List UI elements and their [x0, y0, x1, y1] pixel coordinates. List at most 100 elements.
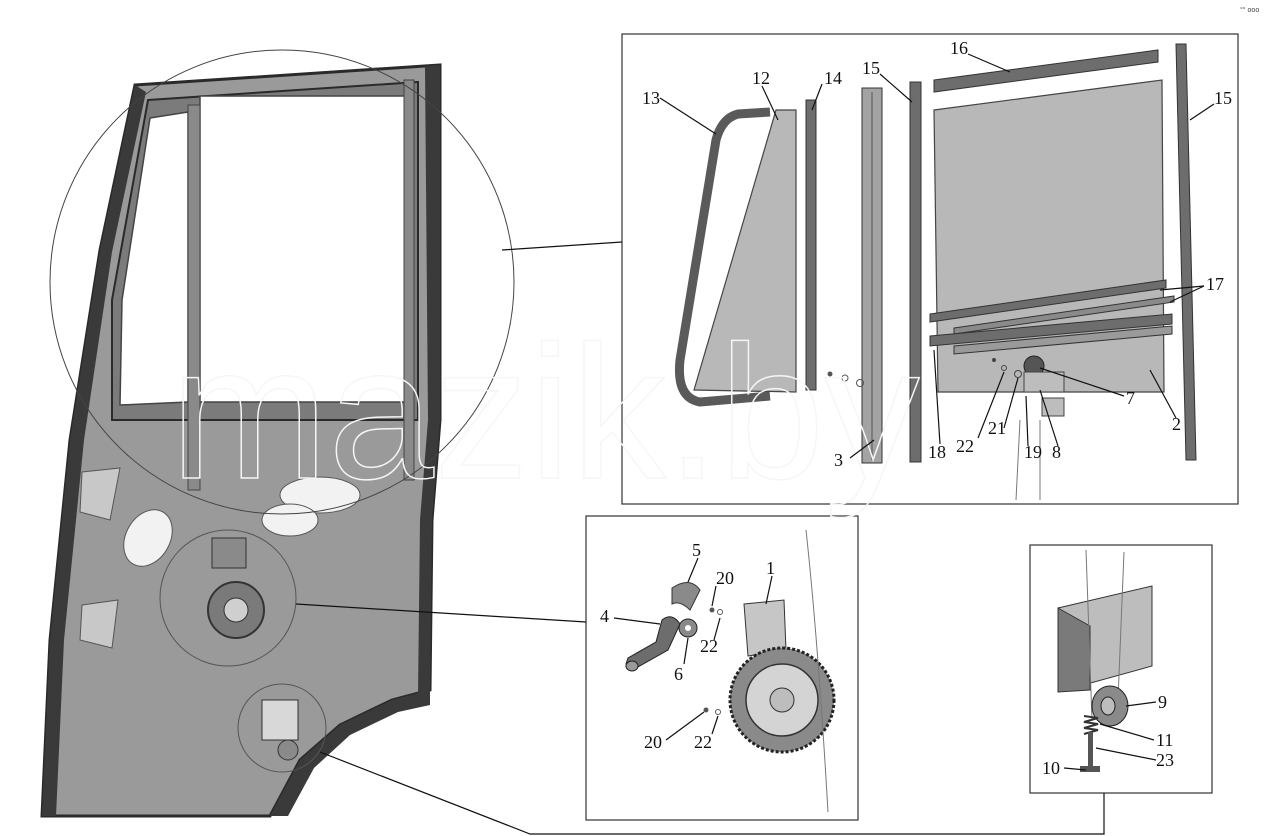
lower-guide-cables — [1085, 549, 1125, 721]
door-cutout-oval-right — [279, 476, 361, 514]
regulator-detail-circle — [159, 529, 297, 667]
callout-9: 9 — [1158, 692, 1167, 712]
leader-17b — [1169, 285, 1205, 303]
lower-guide-roller-on-door — [277, 739, 299, 761]
leader-7 — [1039, 367, 1125, 397]
callout-17: 17 — [1206, 274, 1224, 294]
callout-22a: 22 — [956, 436, 974, 456]
leader-16 — [967, 53, 1011, 73]
part-22-washer-b — [715, 709, 721, 715]
window-circle-leader — [501, 241, 623, 251]
door-cutout-oval-left — [123, 509, 173, 567]
callout-6: 6 — [674, 664, 683, 684]
leader-3 — [849, 439, 875, 459]
leader-20b — [665, 711, 705, 741]
leader-4 — [613, 617, 661, 625]
glass-parts-frame — [621, 33, 1239, 505]
leader-15a — [879, 73, 913, 103]
callout-12: 12 — [752, 68, 770, 88]
callout-22c: 22 — [694, 732, 712, 752]
part-12-quarter-glass — [693, 109, 797, 393]
callout-4: 4 — [600, 606, 609, 626]
door-overview — [40, 49, 515, 818]
part-9-pulley-hub — [1100, 696, 1116, 716]
callout-18: 18 — [928, 442, 946, 462]
part-1-hub — [769, 687, 795, 713]
leader-10 — [1063, 767, 1087, 771]
part-15-right-seal — [1175, 43, 1197, 461]
lower-guide-panel — [319, 544, 1213, 835]
main-window-opening — [199, 95, 409, 403]
leader-20a — [711, 585, 717, 607]
leader-21 — [1003, 377, 1019, 429]
fastener-b — [841, 374, 849, 382]
callout-19: 19 — [1024, 442, 1042, 462]
callout-7: 7 — [1126, 388, 1135, 408]
leader-18 — [933, 349, 941, 445]
part-2-main-glass — [933, 79, 1165, 393]
callout-11: 11 — [1156, 730, 1173, 750]
glass-holder-plate — [1023, 371, 1065, 393]
fastener-a — [827, 371, 833, 377]
callout-20b: 20 — [644, 732, 662, 752]
callout-2: 2 — [1172, 414, 1181, 434]
door-cutout-oval-center — [261, 503, 319, 537]
part-15-left-seal — [909, 81, 922, 463]
lower-guide-leader — [319, 751, 1105, 835]
leader-6 — [683, 637, 689, 665]
regulator-parts-frame — [585, 515, 859, 821]
callout-20a: 20 — [716, 568, 734, 588]
leader-15b — [1189, 103, 1215, 121]
callout-3: 3 — [834, 450, 843, 470]
leader-9 — [1125, 701, 1157, 707]
part-4-knob — [625, 660, 639, 672]
leader-13 — [659, 97, 717, 135]
leader-14 — [811, 83, 823, 111]
regulator-parts-panel — [295, 515, 859, 821]
part-6-hole — [685, 625, 691, 631]
part-13-quarter-seal — [674, 107, 771, 407]
glass-parts-panel — [501, 33, 1239, 505]
lift-cable — [1015, 419, 1041, 501]
callout-15a: 15 — [862, 58, 880, 78]
callout-15b: 15 — [1214, 88, 1232, 108]
lower-guide-bracket-on-door — [261, 699, 299, 741]
lower-guide-plate-side — [1057, 607, 1091, 693]
callout-23: 23 — [1156, 750, 1174, 770]
callout-13: 13 — [642, 88, 660, 108]
quarter-window-opening — [119, 111, 189, 406]
callouts: 13 12 14 15 16 15 17 7 2 3 18 22 21 19 8 — [600, 38, 1232, 778]
leader-19 — [1025, 395, 1029, 447]
fastener-c — [856, 379, 864, 387]
lower-guide-detail-circle — [237, 683, 327, 773]
part-14-seal-strip — [805, 99, 817, 391]
leader-22b — [713, 617, 721, 641]
leader-22c — [711, 715, 719, 735]
division-channel — [187, 104, 201, 491]
part-20-screw-b — [703, 707, 709, 713]
callout-1: 1 — [766, 558, 775, 578]
callout-8: 8 — [1052, 442, 1061, 462]
door-right-edge — [418, 65, 440, 695]
door-left-edge — [42, 85, 146, 816]
regulator-hub-on-door — [223, 597, 249, 623]
callout-5: 5 — [692, 540, 701, 560]
lower-guide-frame — [1029, 544, 1213, 794]
leader-12 — [761, 85, 779, 121]
leader-5 — [687, 557, 699, 583]
part-16-top-seal — [933, 49, 1159, 93]
rear-channel — [403, 79, 415, 481]
part-10-bolt-head — [1080, 766, 1100, 772]
part-21-washer — [1014, 370, 1022, 378]
part-17-upper-strip — [929, 279, 1167, 323]
part-18-lower-channel — [929, 313, 1173, 347]
leader-8 — [1039, 389, 1059, 447]
callout-14: 14 — [824, 68, 842, 88]
part-20-screw-a — [709, 607, 715, 613]
door-cutout-triangle-upper — [79, 467, 121, 521]
part-10-bolt — [1088, 732, 1093, 772]
part-22-washer-a — [717, 609, 723, 615]
regulator-circle-leader — [295, 603, 587, 623]
part-17-lower-strip — [953, 295, 1175, 335]
regulator-cable — [805, 529, 829, 813]
